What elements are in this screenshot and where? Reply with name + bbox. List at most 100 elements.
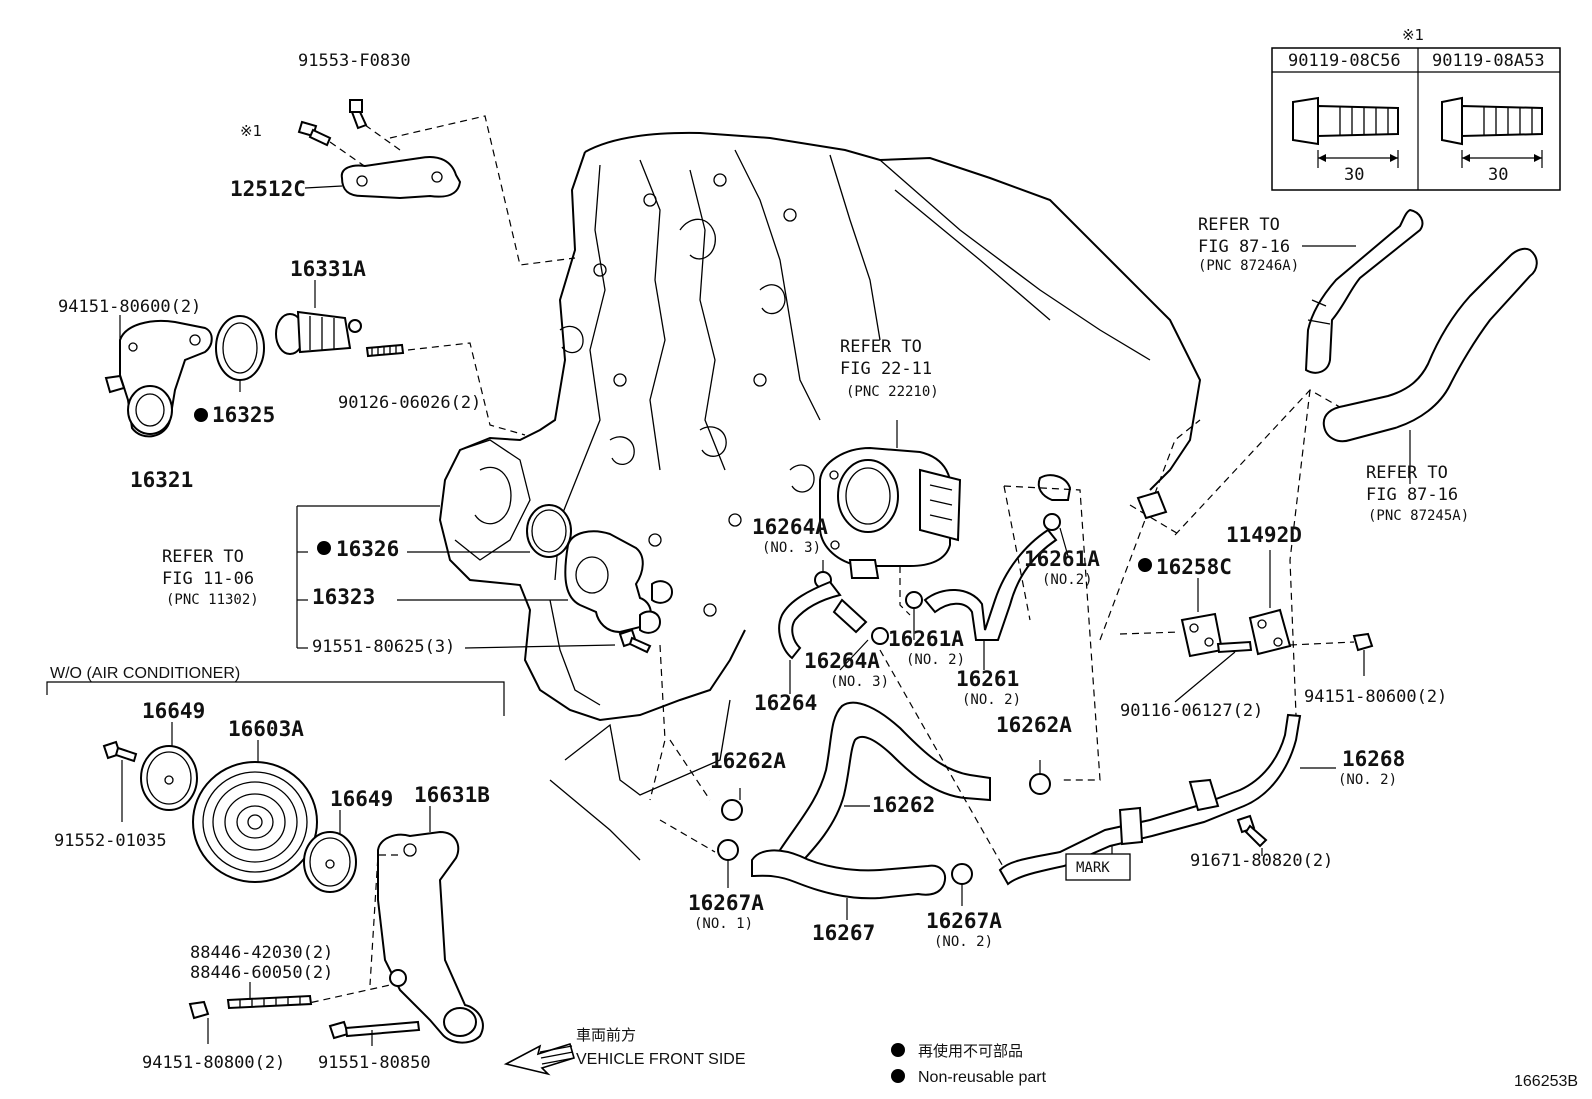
non-reusable-dot-16258c: [1138, 558, 1152, 572]
label-ref1: ※1: [240, 122, 262, 140]
inset-bolt-2: [1441, 96, 1543, 168]
label-16261a-b-no2: (NO. 2): [906, 652, 965, 668]
label-16258c: 16258C: [1156, 555, 1232, 579]
inset-col1-part: 90119-08C56: [1288, 51, 1401, 71]
part-91552-01035-bolt: [102, 740, 138, 763]
label-16261-no2: (NO. 2): [962, 692, 1021, 708]
part-16331a-thermostat: [275, 310, 362, 355]
part-91551-80625-bolt: [618, 628, 652, 654]
label-91552-01035: 91552-01035: [54, 831, 167, 851]
part-16261-hose: [923, 528, 1058, 641]
part-91671-80820-bolt: [1236, 814, 1268, 848]
inset-marker: ※1: [1402, 26, 1424, 44]
label-88446-42030: 88446-42030(2): [190, 943, 333, 963]
hose-ref-87245a: [1322, 247, 1538, 443]
label-16267a-a-no1: (NO. 1): [694, 916, 753, 932]
label-16264a-a: 16264A: [752, 515, 828, 539]
label-16264: 16264: [754, 691, 817, 715]
label-16262: 16262: [872, 793, 935, 817]
refer-to-fig-11-06: REFER TO FIG 11-06 (PNC 11302): [162, 547, 259, 608]
refer-to-fig-87-16-a: REFER TO FIG 87-16 (PNC 87246A): [1198, 215, 1299, 274]
label-16268: 16268: [1342, 747, 1405, 771]
part-16262-hose: [778, 701, 991, 870]
inset-col1-dim: 30: [1344, 165, 1364, 185]
part-16267a-clip-b: [951, 863, 973, 885]
part-88446-stud: [226, 994, 313, 1010]
part-11492d-cover: [1248, 608, 1292, 656]
svg-text:REFER TO: REFER TO: [840, 337, 922, 357]
inset-bolt-1: [1292, 96, 1399, 168]
part-16258c-gasket: [1180, 612, 1224, 658]
figure-id: 166253B: [1514, 1073, 1578, 1090]
refer-to-fig-22-11: REFER TO FIG 22-11 (PNC 22210): [840, 337, 939, 400]
label-16649-b: 16649: [330, 787, 393, 811]
label-11492d: 11492D: [1226, 523, 1302, 547]
label-16267a-b-no2: (NO. 2): [934, 934, 993, 950]
label-88446-60050: 88446-60050(2): [190, 963, 333, 983]
part-91551-80850-bolt: [328, 1020, 421, 1040]
label-91553-f0830: 91553-F0830: [298, 51, 411, 71]
legend-jp: 再使用不可部品: [918, 1042, 1023, 1060]
svg-text:(PNC 87245A): (PNC 87245A): [1368, 508, 1469, 524]
part-16649-plate-b: [303, 831, 357, 893]
label-16325: 16325: [212, 403, 275, 427]
label-16326: 16326: [336, 537, 399, 561]
part-16264a-clip-b: [871, 627, 889, 645]
front-label-jp: 車両前方: [576, 1026, 636, 1044]
part-16267a-clip-a: [717, 839, 739, 861]
svg-text:(PNC 11302): (PNC 11302): [166, 592, 259, 608]
label-90116-06127: 90116-06127(2): [1120, 701, 1263, 721]
label-16261a-a-no2: (NO.2): [1042, 572, 1093, 588]
legend-en: Non-reusable part: [918, 1069, 1047, 1086]
label-16649-a: 16649: [142, 699, 205, 723]
label-16267: 16267: [812, 921, 875, 945]
vehicle-front-arrow: [503, 1042, 575, 1076]
label-16267a-a: 16267A: [688, 891, 764, 915]
label-16262a-b: 16262A: [996, 713, 1072, 737]
part-16261a-clip-b: [905, 591, 923, 609]
throttle-body: [819, 446, 962, 579]
svg-text:REFER TO: REFER TO: [1198, 215, 1280, 235]
label-16603a: 16603A: [228, 717, 304, 741]
inset-col2-part: 90119-08A53: [1432, 51, 1545, 71]
refer-to-fig-87-16-b: REFER TO FIG 87-16 (PNC 87245A): [1366, 463, 1469, 524]
legend-dot-jp: [891, 1043, 905, 1057]
part-94151-80600-nut-top: [104, 374, 126, 394]
part-12512c-bracket: [340, 156, 462, 200]
label-91551-80850: 91551-80850: [318, 1053, 431, 1073]
label-94151-80800: 94151-80800(2): [142, 1053, 285, 1073]
label-16323: 16323: [312, 585, 375, 609]
svg-text:REFER TO: REFER TO: [1366, 463, 1448, 483]
svg-text:FIG 87-16: FIG 87-16: [1366, 485, 1458, 505]
part-16264-hose: [778, 580, 868, 660]
front-label-en: VEHICLE FRONT SIDE: [576, 1051, 746, 1068]
svg-text:FIG 11-06: FIG 11-06: [162, 569, 254, 589]
label-91671-80820: 91671-80820(2): [1190, 851, 1333, 871]
label-16261a-b: 16261A: [888, 627, 964, 651]
legend-dot-en: [891, 1069, 905, 1083]
inset-col2-dim: 30: [1488, 165, 1508, 185]
label-16261: 16261: [956, 667, 1019, 691]
svg-text:REFER TO: REFER TO: [162, 547, 244, 567]
label-16264a-b-no3: (NO. 3): [830, 674, 889, 690]
mark-callout-box: [1065, 853, 1131, 881]
part-16261a-clip-a: [1043, 513, 1061, 531]
part-ref1-bolt: [297, 120, 332, 147]
label-16261a-a: 16261A: [1024, 547, 1100, 571]
non-reusable-dot-16326: [317, 541, 331, 555]
label-16262a-a: 16262A: [710, 749, 786, 773]
part-16631b-idler-bracket: [377, 830, 484, 1044]
part-91553-f0830-bolt: [349, 99, 368, 130]
part-16649-plate-a: [140, 745, 198, 811]
label-12512c: 12512C: [230, 177, 306, 201]
label-90126-06026: 90126-06026(2): [338, 393, 481, 413]
part-16321-water-inlet: [119, 319, 213, 438]
label-94151-80600-right: 94151-80600(2): [1304, 687, 1447, 707]
part-16603a-idler-pulley: [192, 761, 318, 883]
part-16267-hose: [751, 849, 946, 900]
non-reusable-dot-16325: [194, 408, 208, 422]
part-16325-gasket: [215, 315, 265, 381]
part-90116-06127-stud: [1216, 640, 1253, 654]
part-94151-80600-nut-right: [1352, 632, 1374, 652]
